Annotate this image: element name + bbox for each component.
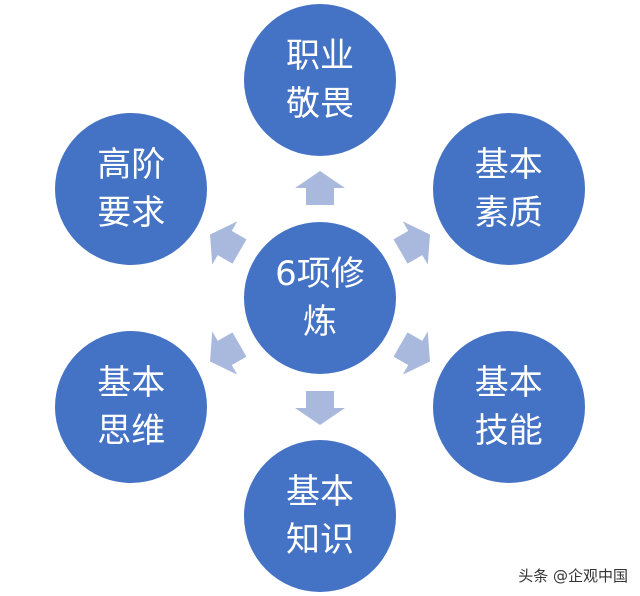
watermark: 头条 @企观中国 <box>518 567 628 585</box>
center-node: 6项修 炼 <box>244 222 396 374</box>
arrow-icon <box>210 331 247 375</box>
node-label-line2: 思维 <box>97 411 166 451</box>
node-basic-quality: 基本素质 <box>432 113 585 265</box>
node-label-line1: 职业 <box>286 36 354 76</box>
node-label-line2: 敬畏 <box>286 84 354 124</box>
center-label-line2: 炼 <box>303 302 337 342</box>
arrow-icon <box>210 221 247 265</box>
node-label-line2: 素质 <box>474 193 543 233</box>
node-label-line2: 要求 <box>97 193 166 233</box>
node-label-line1: 基本 <box>474 145 543 185</box>
node-label-line1: 基本 <box>474 363 543 403</box>
node-label-line2: 知识 <box>286 520 354 560</box>
node-professional-awe: 职业敬畏 <box>244 4 396 156</box>
arrow-icon <box>295 391 345 425</box>
node-advanced-requirements: 高阶要求 <box>55 113 208 265</box>
node-label-line1: 高阶 <box>97 145 166 185</box>
node-label-line2: 技能 <box>474 411 543 451</box>
node-basic-knowledge: 基本知识 <box>244 440 396 592</box>
node-basic-thinking: 基本思维 <box>55 331 208 483</box>
node-label-line1: 基本 <box>286 472 354 512</box>
arrow-icon <box>393 331 430 375</box>
node-basic-skills: 基本技能 <box>432 331 585 483</box>
node-label-line1: 基本 <box>97 363 166 403</box>
arrow-icon <box>295 171 345 205</box>
center-label-line1: 6项修 <box>275 254 365 294</box>
arrow-icon <box>393 221 430 265</box>
